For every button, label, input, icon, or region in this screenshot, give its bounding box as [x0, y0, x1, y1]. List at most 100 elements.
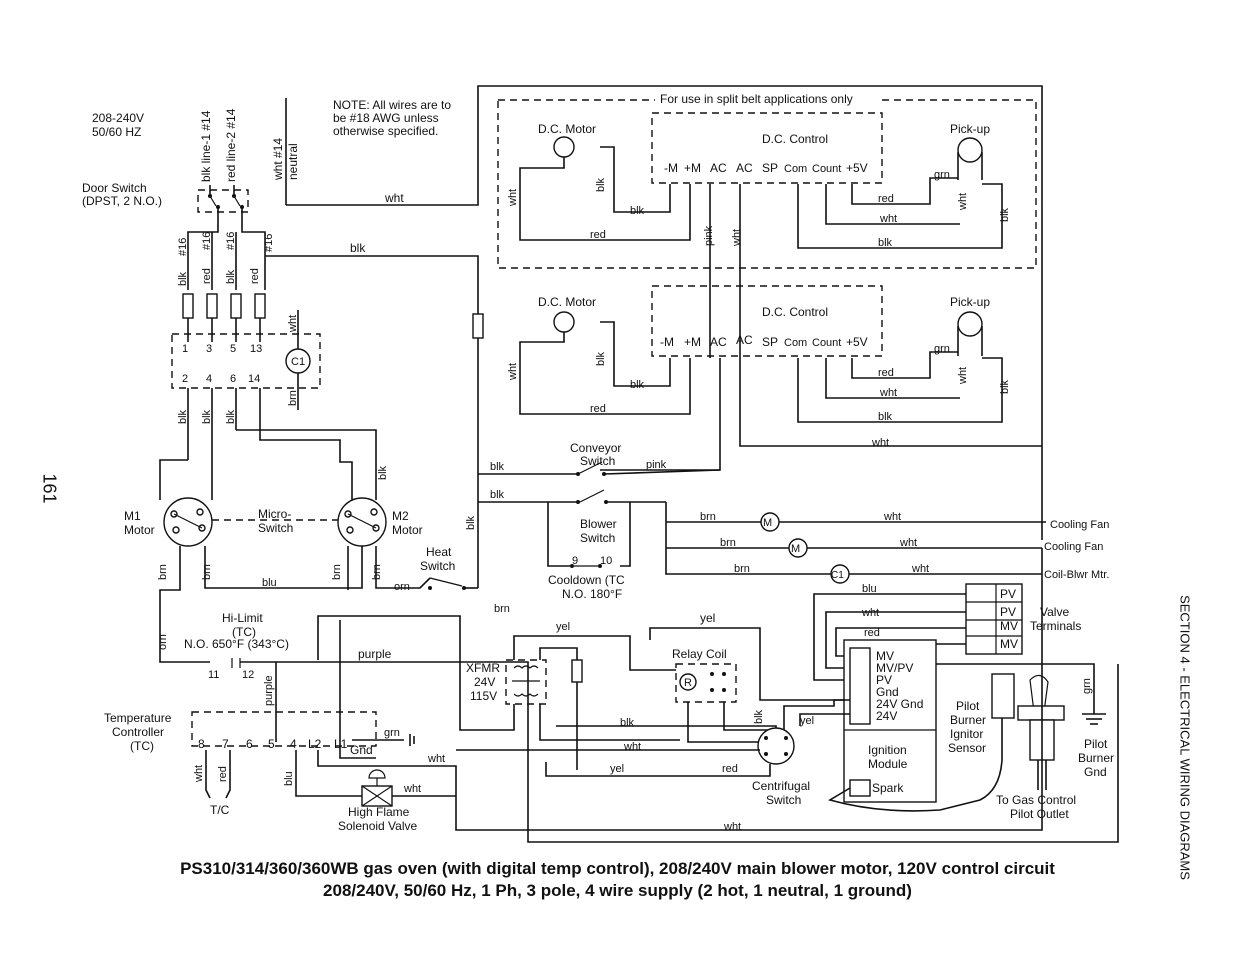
- wire-label-wht-tc: wht: [193, 765, 205, 783]
- note-line1: NOTE: All wires are to: [333, 98, 451, 112]
- wire-label-blk-blower: blk: [490, 489, 505, 501]
- cooldown-t10: 10: [600, 555, 612, 567]
- door-switch-type: (DPST, 2 N.O.): [82, 194, 162, 208]
- centrifugal-switch: Centrifugal Switch blk wht yel red: [456, 717, 810, 807]
- wire-label-purple-tc: purple: [263, 675, 275, 706]
- ign-term-mv: MV: [876, 649, 894, 663]
- high-flame-solenoid: wht High Flame Solenoid Valve: [338, 769, 456, 833]
- ignition-spark-label: Spark: [872, 781, 904, 795]
- dc-term-top-3: AC: [736, 161, 753, 175]
- centrifugal-switch-label2: Switch: [766, 793, 801, 807]
- solenoid-label2: Solenoid Valve: [338, 819, 417, 833]
- wire-label-wht-fan1: wht: [883, 511, 901, 523]
- note-block: NOTE: All wires are to be #18 AWG unless…: [333, 98, 451, 138]
- section-title: SECTION 4 - ELECTRICAL WIRING DIAGRAMS: [1177, 595, 1193, 880]
- ignition-module: MV MV/PV PV Gnd 24V Gnd 24V Ignition Mod…: [783, 639, 1106, 803]
- dc-term-top-6: Count: [812, 163, 841, 175]
- wire-label-brn-coil: brn: [287, 390, 299, 406]
- wire-label-yel-relay: yel: [700, 611, 715, 625]
- cooldown-label: Cooldown (TC: [548, 573, 625, 587]
- gauge-label-4: #16: [263, 234, 275, 252]
- pickup-label: Pick-up: [950, 295, 990, 309]
- wire-label-wht-fan2: wht: [899, 537, 917, 549]
- m1-motor-label2: Motor: [124, 523, 155, 537]
- fans: M brn wht Cooling Fan M brn wht Cooling …: [665, 502, 1109, 584]
- xfmr-24v: 24V: [474, 675, 495, 689]
- cooling-fan-1-symbol: M: [763, 517, 772, 529]
- wire-label-blk-6: blk: [377, 465, 389, 480]
- supply-line2-label: red line-2 #14: [224, 108, 238, 182]
- wire-label-blk-m3: blk: [878, 411, 893, 423]
- wire-label-red-m1: red: [590, 403, 606, 415]
- conveyor-switch-label2: Switch: [580, 454, 615, 468]
- wire-label-brn-xfmr: brn: [494, 603, 510, 615]
- wire-label-blk-m4: blk: [999, 379, 1011, 394]
- contactor-coil-label: C1: [291, 356, 305, 368]
- wire-label-blk-m1: blk: [595, 351, 607, 366]
- pilot-sensor-label2: Burner: [950, 713, 986, 727]
- relay-coil-label: Relay Coil: [672, 647, 727, 661]
- tc-gnd: Gnd: [350, 743, 373, 757]
- wire-label-blk-relay: blk: [753, 709, 765, 724]
- wire-label-blk-m2: blk: [630, 379, 645, 391]
- note-line3: otherwise specified.: [333, 124, 438, 138]
- contactor-t5: 5: [230, 343, 236, 355]
- valve-term-mv2: MV: [1000, 637, 1018, 651]
- wire-label-brn-fan3: brn: [734, 563, 750, 575]
- dc-motor-label-top: D.C. Motor: [538, 122, 596, 136]
- pickup-label-top: Pick-up: [950, 122, 990, 136]
- wire-label-brn-fan2: brn: [720, 537, 736, 549]
- heat-switch-label: Heat: [426, 545, 452, 559]
- hi-limit-t12: 12: [242, 669, 254, 681]
- m2-motor: M2 Motor: [337, 497, 423, 547]
- micro-switch-label: Micro-: [258, 507, 291, 521]
- tc-term-6: 6: [246, 737, 253, 751]
- supply-block: 208-240V 50/60 HZ blk line-1 #14 red lin…: [92, 98, 300, 205]
- wire-label-blu-valve: blu: [862, 583, 877, 595]
- dc-term-7: +5V: [846, 335, 868, 349]
- pilot-gnd-label2: Burner: [1078, 751, 1114, 765]
- wire-label-wht-m3: wht: [871, 437, 889, 449]
- dc-term-4: SP: [762, 335, 778, 349]
- pilot-gnd-label: Pilot: [1084, 737, 1108, 751]
- supply-neutral-label: neutral: [286, 143, 300, 180]
- dc-motor-label: D.C. Motor: [538, 295, 596, 309]
- heat-switch-label2: Switch: [420, 559, 455, 573]
- tc-label2: Controller: [112, 725, 164, 739]
- dc-motor: [553, 311, 575, 333]
- gauge-label-1: #16: [177, 238, 189, 256]
- wire-label-blk-4: blk: [201, 409, 213, 424]
- valve-terminals-label: Valve: [1040, 605, 1069, 619]
- hi-limit: orn Hi-Limit (TC) N.O. 650°F (343°C) 11 …: [157, 610, 1119, 843]
- wire-label-wht-dc2: wht: [731, 229, 743, 247]
- tc-term-l2: L2: [308, 737, 322, 751]
- wire-label-blk-dc2: blk: [630, 205, 645, 217]
- contactor-t2: 2: [182, 373, 188, 385]
- diagram-caption-line2: 208/240V, 50/60 Hz, 1 Ph, 3 pole, 4 wire…: [323, 881, 912, 900]
- cooling-fan-2-symbol: M: [791, 543, 800, 555]
- dc-term-top-7: +5V: [846, 161, 868, 175]
- xfmr-label: XFMR: [466, 661, 500, 675]
- valve-term-pv2: PV: [1000, 605, 1016, 619]
- tc-term-l1: L1: [334, 737, 348, 751]
- xfmr-115v: 115V: [470, 689, 497, 703]
- ign-term-pv: PV: [876, 673, 892, 687]
- pilot-burner: Pilot Burner Ignitor Sensor Pilot Burner…: [827, 673, 1114, 821]
- wire-label-wht-m4: wht: [957, 367, 969, 385]
- wire-label-orn-limit: orn: [157, 634, 169, 650]
- centrifugal-switch-label: Centrifugal: [752, 779, 810, 793]
- wire-label-wht-coil: wht: [287, 315, 299, 333]
- transformer: XFMR 24V 115V yel brn: [317, 603, 680, 770]
- door-switch-label: Door Switch: [82, 181, 147, 195]
- cooling-fan-1-label: Cooling Fan: [1050, 519, 1109, 531]
- dc-control-label-top: D.C. Control: [762, 132, 828, 146]
- wire-label-blk-3: blk: [177, 409, 189, 424]
- wire-label-grn-ign: grn: [1081, 678, 1093, 694]
- coil-blower-symbol: C1: [831, 570, 844, 581]
- wire-label-blk-dc1: blk: [595, 177, 607, 192]
- wire-label-blu-tc: blu: [283, 771, 295, 786]
- wire-label-blu-motors: blu: [262, 577, 277, 589]
- wire-label-orn-heat: orn: [394, 581, 410, 593]
- wire-label-brn-m1: brn: [157, 564, 169, 580]
- wire-label-blk-dc4: blk: [999, 207, 1011, 222]
